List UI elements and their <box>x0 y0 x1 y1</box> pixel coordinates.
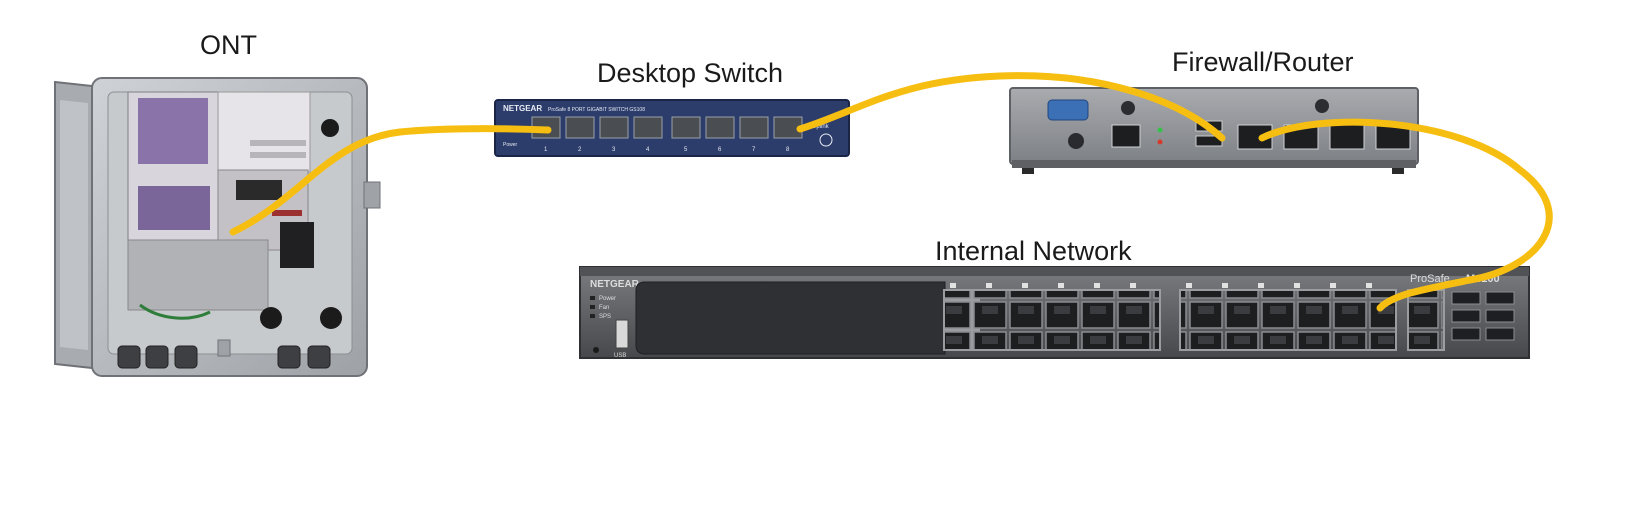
switch-brand: NETGEAR <box>503 104 542 113</box>
rack-ports-block-2 <box>1179 289 1397 351</box>
rack-led-power: Power <box>599 296 616 302</box>
switch-port-3: 3 <box>612 147 616 153</box>
switch-port-1: 1 <box>544 147 548 153</box>
cable-ont-to-switch <box>229 125 552 236</box>
rack-usb-label: USB <box>614 353 626 359</box>
rack-series: ProSafe <box>1410 273 1450 285</box>
internal-network-label: Internal Network <box>935 236 1132 266</box>
router-device <box>1009 87 1419 174</box>
switch-port-7: 7 <box>752 147 756 153</box>
rack-sfp-slots <box>1451 291 1515 341</box>
firewall-router-label: Firewall/Router <box>1172 47 1354 77</box>
desktop-switch-label: Desktop Switch <box>597 58 784 88</box>
cables <box>229 72 1553 312</box>
rack-ports-block-1 <box>943 289 1161 351</box>
switch-model: ProSafe 8 PORT GIGABIT SWITCH GS108 <box>548 107 645 113</box>
ont-label: ONT <box>200 30 257 60</box>
rack-led-fan: Fan <box>599 305 609 311</box>
switch-port-6: 6 <box>718 147 722 153</box>
switch-port-8: 8 <box>786 147 790 153</box>
switch-port-4: 4 <box>646 147 650 153</box>
cable-router-to-network <box>1258 118 1553 312</box>
rack-uplink-ports <box>1407 289 1445 351</box>
switch-power-label: Power <box>503 142 518 148</box>
ont-device <box>54 77 381 377</box>
rack-led-sps: SPS <box>599 314 611 320</box>
internal-switch-device: NETGEAR ProSafe M4100 Power Fan SPS USB <box>579 266 1530 359</box>
desktop-switch-device: NETGEAR ProSafe 8 PORT GIGABIT SWITCH GS… <box>494 99 850 157</box>
switch-port-5: 5 <box>684 147 688 153</box>
rack-brand: NETGEAR <box>590 279 640 290</box>
switch-port-2: 2 <box>578 147 582 153</box>
router-port-lan2 <box>1329 124 1365 150</box>
cable-switch-to-router <box>796 72 1226 142</box>
switch-uplink-label: Uplink <box>812 124 830 130</box>
